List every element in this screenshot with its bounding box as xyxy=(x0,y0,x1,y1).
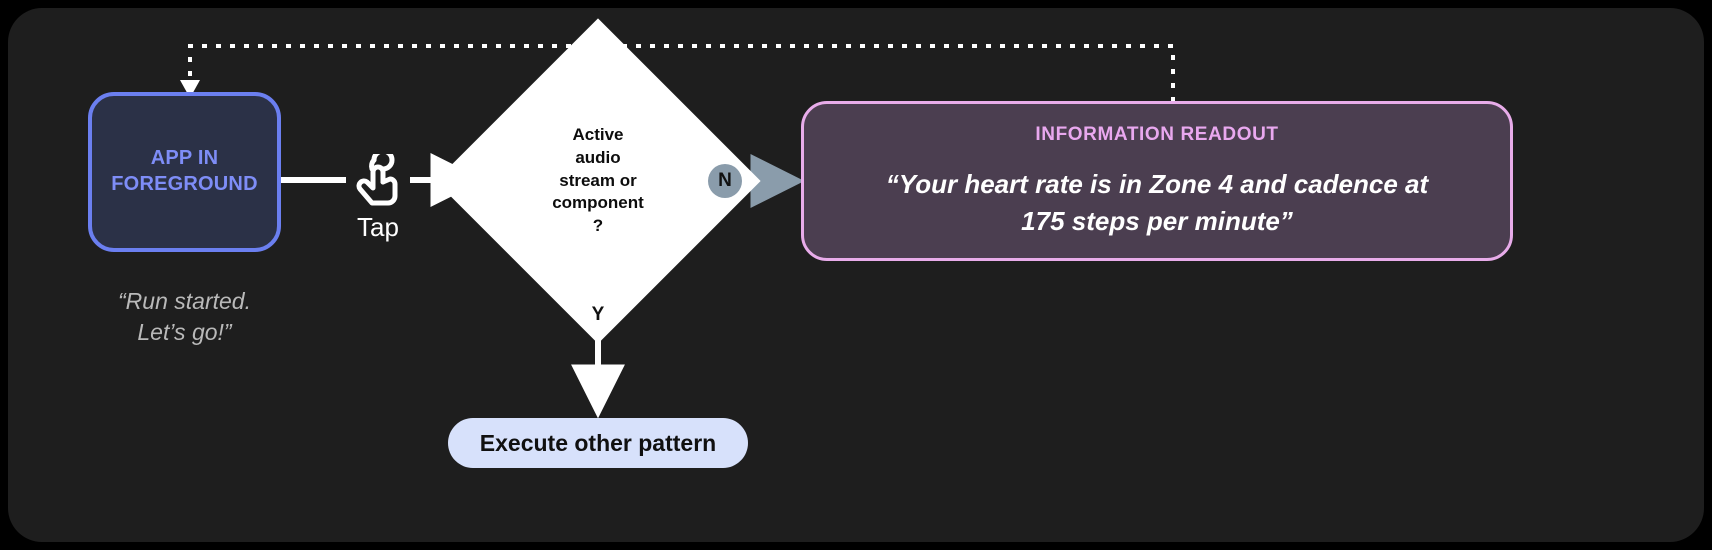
app-label-line2: FOREGROUND xyxy=(111,173,258,195)
decision-line3: stream or xyxy=(559,170,637,190)
decision-label: Active audio stream or component ? xyxy=(511,116,685,246)
app-in-foreground-caption: “Run started. Let’s go!” xyxy=(68,286,301,348)
decision-line1: Active xyxy=(572,125,624,145)
node-information-readout[interactable]: INFORMATION READOUT “Your heart rate is … xyxy=(801,101,1513,261)
diagram-canvas: APP IN FOREGROUND “Run started. Let’s go!”… xyxy=(8,8,1704,542)
app-in-foreground-label: APP IN FOREGROUND xyxy=(111,146,257,197)
tap-gesture-label: Tap xyxy=(357,212,399,242)
readout-body: “Your heart rate is in Zone 4 and cadenc… xyxy=(837,166,1477,240)
app-label-line1: APP IN xyxy=(150,147,219,170)
node-execute-other-pattern[interactable]: Execute other pattern xyxy=(448,418,748,468)
readout-body-line1: “Your heart rate is in Zone 4 and cadenc… xyxy=(885,169,1429,199)
decision-line2: audio xyxy=(575,148,621,168)
app-caption-line2: Let’s go!” xyxy=(137,319,232,346)
app-caption-line1: “Run started. xyxy=(118,288,251,314)
connector-layer xyxy=(180,44,1175,419)
decision-line5: ? xyxy=(592,215,604,235)
readout-to-app-feedback-arrow xyxy=(188,44,1175,102)
tap-gesture-icon xyxy=(348,148,408,210)
readout-title: INFORMATION READOUT xyxy=(1035,124,1279,145)
node-decision-active-audio[interactable]: Active audio stream or component ? xyxy=(435,18,761,344)
branch-badge-yes: Y xyxy=(581,298,615,332)
node-app-in-foreground[interactable]: APP IN FOREGROUND xyxy=(88,92,281,252)
decision-line4: component xyxy=(552,193,644,213)
readout-body-line2: 175 steps per minute” xyxy=(1021,205,1293,236)
feedback-arrowhead-icon xyxy=(180,80,200,98)
execute-other-pattern-label: Execute other pattern xyxy=(479,429,717,456)
branch-badge-no: N xyxy=(708,164,742,198)
